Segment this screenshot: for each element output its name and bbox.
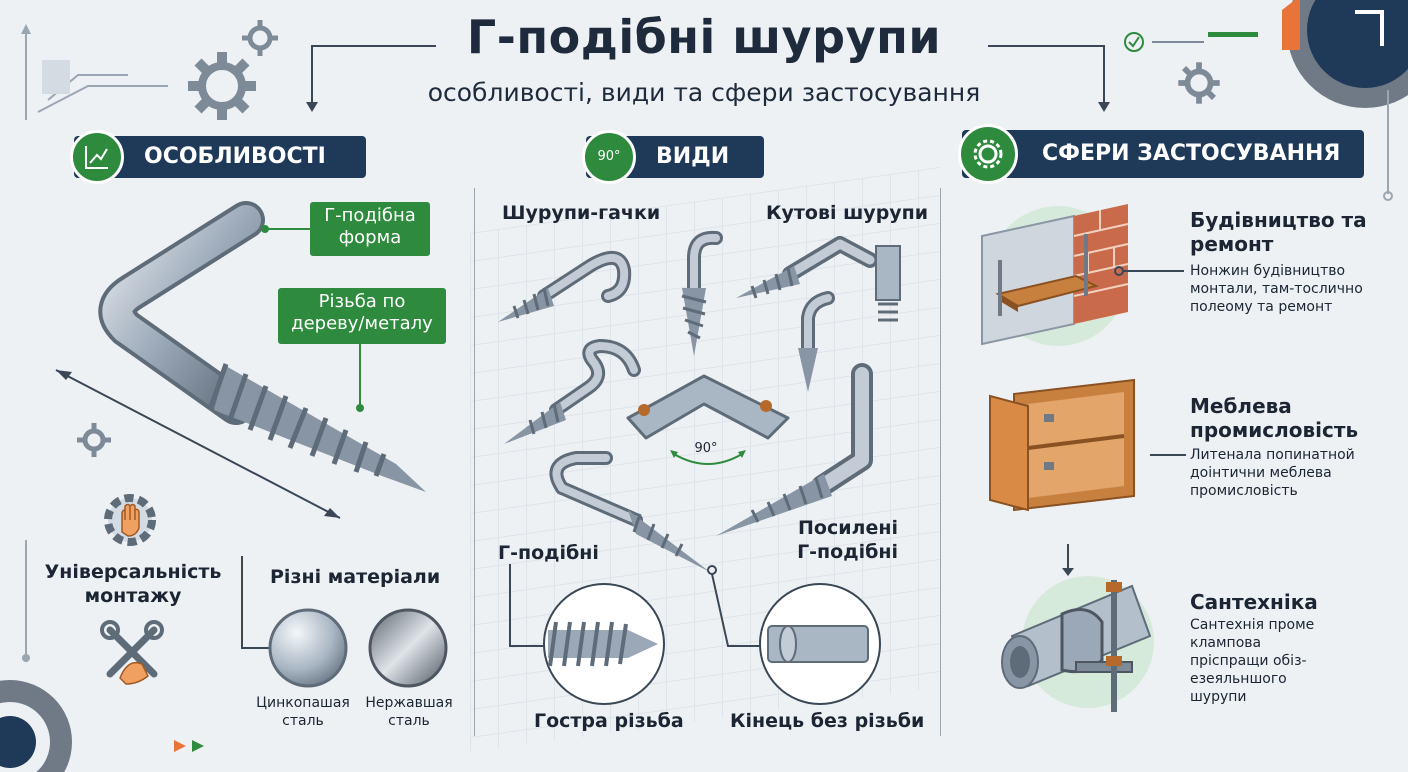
- label-materials: Різні матеріали: [270, 566, 441, 588]
- long-l-screw: [549, 451, 710, 572]
- s-hook-screw: [504, 338, 641, 444]
- section-header-applications: СФЕРИ ЗАСТОСУВАННЯ: [958, 124, 1364, 184]
- angle-arc: [670, 450, 746, 465]
- hand-gear-icon: [104, 494, 156, 546]
- app-title-plumbing: Сантехніка: [1190, 590, 1318, 614]
- gear-icon: [0, 680, 72, 772]
- gear-icon: [77, 423, 111, 457]
- app-title-construction: Будівництво та ремонт: [1190, 208, 1367, 256]
- hook-screw-illustration: [498, 251, 632, 322]
- callout-line-thread: [356, 344, 364, 412]
- section-label-features: ОСОБЛИВОСТІ: [144, 144, 326, 169]
- section-header-features: ОСОБЛИВОСТІ: [70, 130, 366, 184]
- connector-line: [707, 565, 762, 647]
- label-reinforced: Посилені Г-подібні: [797, 517, 898, 563]
- small-hook-screw: [798, 291, 835, 392]
- callout-line-shape: [261, 225, 310, 233]
- gear-icon: [1178, 62, 1220, 104]
- app-desc-plumbing: Сантехнія проме клампова пріспращи обіз-…: [1190, 617, 1315, 705]
- circuit-decoration: [22, 540, 30, 662]
- connector-line: [509, 564, 548, 647]
- label-material-2: Нержавшая сталь: [365, 695, 453, 729]
- reinforced-l-screw: [716, 363, 873, 536]
- divider-right: [940, 188, 941, 736]
- gear-icon: [958, 124, 1018, 184]
- l-screw-illustration: [98, 201, 426, 492]
- label-material-1: Цинкопашая сталь: [256, 695, 350, 729]
- section-header-types: 90° ВИДИ: [582, 130, 764, 184]
- corner-bracket-illustration: [626, 374, 790, 440]
- title-arrow-right: [988, 45, 1110, 112]
- divider-left: [474, 188, 475, 736]
- callout-line: [1114, 266, 1184, 276]
- app-desc-furniture: Литенала попинатной доінтични меблева пр…: [1190, 447, 1355, 499]
- section-label-applications: СФЕРИ ЗАСТОСУВАННЯ: [1042, 141, 1341, 166]
- corner-screw-vertical: [875, 245, 901, 322]
- furniture-illustration: [989, 378, 1135, 512]
- no-thread-end-detail: [759, 583, 881, 705]
- label-hooks: Шурупи-гачки: [502, 202, 661, 224]
- screw-angle-icon: 90°: [582, 130, 636, 184]
- gear-icon: [242, 20, 278, 56]
- label-versatility: Універсальність монтажу: [44, 561, 222, 607]
- label-l-shaped: Г-подібні: [498, 542, 599, 564]
- app-desc-construction: Нонжин будівництво монтали, там-тослично…: [1190, 263, 1363, 315]
- material-swatch-galvanized: [268, 608, 348, 688]
- page-subtitle: особливості, види та сфери застосування: [427, 78, 981, 107]
- label-sharp-thread: Гостра різьба: [534, 710, 684, 732]
- down-arrow: [1062, 544, 1074, 576]
- label-corner: Кутові шурупи: [766, 202, 929, 224]
- dimension-arrow: [55, 369, 341, 519]
- label-no-thread-end: Кінець без різьби: [730, 710, 925, 732]
- gear-icon: [188, 52, 256, 120]
- hook-screw-vertical: [681, 230, 723, 356]
- gear-icon: [1282, 0, 1408, 108]
- wrench-icon: [100, 620, 164, 685]
- chart-icon: [70, 130, 124, 184]
- callout-line: [1150, 454, 1186, 456]
- construction-illustration: [981, 204, 1129, 346]
- section-label-types: ВИДИ: [656, 144, 730, 169]
- label-angle: 90°: [694, 441, 718, 456]
- circuit-decoration: [1383, 90, 1393, 201]
- material-swatch-stainless: [368, 608, 448, 688]
- circuit-decoration: [21, 24, 168, 120]
- tag-shape: Г-подібна форма: [310, 202, 430, 256]
- app-title-furniture: Меблева промисловість: [1190, 394, 1359, 442]
- tag-thread: Різьба по дереву/металу: [278, 288, 446, 344]
- sharp-thread-detail: [543, 583, 665, 705]
- check-icon: [1124, 32, 1258, 52]
- title-arrow-left: [306, 45, 436, 112]
- icon-angle-text: 90°: [597, 149, 621, 164]
- corner-screw-illustration: [736, 236, 878, 299]
- plumbing-illustration: [1001, 576, 1154, 712]
- page-title: Г-подібні шурупи: [466, 10, 942, 64]
- play-arrows-icon: [174, 740, 204, 752]
